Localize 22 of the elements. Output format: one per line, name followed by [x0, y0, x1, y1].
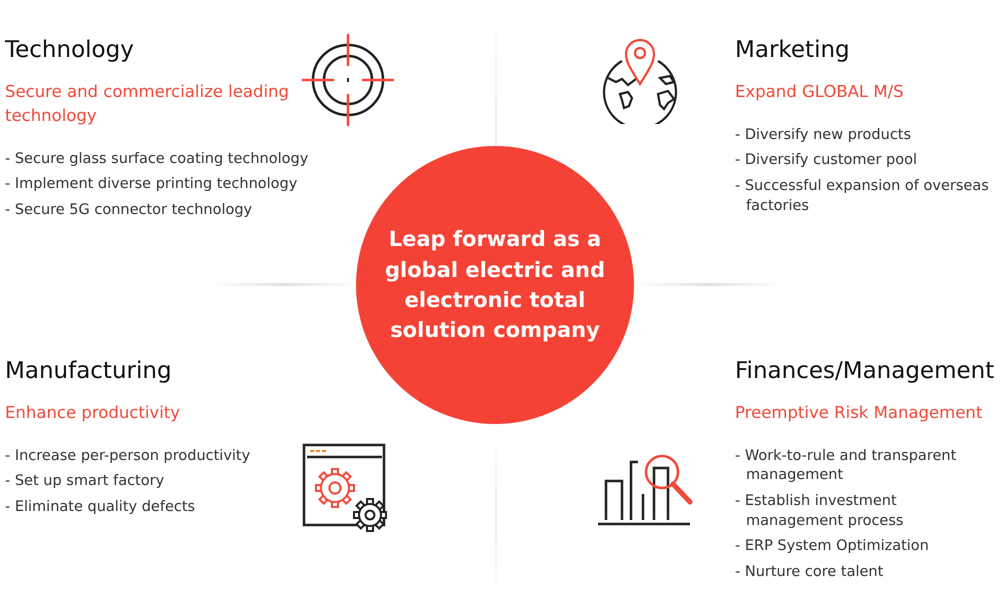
bullet-item: - Secure glass surface coating technology — [5, 150, 310, 169]
quadrant-subheading: Secure and commercialize leading technology — [5, 80, 290, 127]
bullet-item: - Work-to-rule and transparent management — [735, 446, 958, 486]
bullet-item: - Set up smart factory — [5, 472, 166, 492]
quadrant-subheading: Expand GLOBAL M/S — [735, 80, 905, 103]
bullet-item: - Successful expansion of overseas factories — [735, 176, 990, 216]
bullet-item: - Increase per-person productivity — [5, 446, 252, 466]
quadrant-heading: Marketing — [735, 36, 851, 65]
bullet-item: - Diversify new products — [735, 126, 912, 145]
quadrant-heading: Finances/Management — [735, 357, 996, 386]
quadrant-subheading: Preemptive Risk Management — [735, 402, 984, 424]
bullet-item: - ERP System Optimization — [735, 537, 930, 556]
bullet-item: - Nurture core talent — [735, 562, 884, 582]
bullet-item: - Implement diverse printing technology — [5, 175, 298, 194]
bullet-item: - Eliminate quality defects — [5, 498, 196, 517]
goal-text: Leap forward as a global electric and electronic total solution company — [384, 226, 606, 344]
quadrant-heading: Technology — [5, 36, 135, 65]
quadrant-heading: Manufacturing — [5, 357, 173, 386]
bullet-item: - Diversify customer pool — [735, 151, 918, 170]
bullet-item: - Establish investment management process — [735, 492, 904, 530]
quadrant-subheading: Enhance productivity — [5, 402, 182, 424]
bullet-item: - Secure 5G connector technology — [5, 200, 254, 220]
